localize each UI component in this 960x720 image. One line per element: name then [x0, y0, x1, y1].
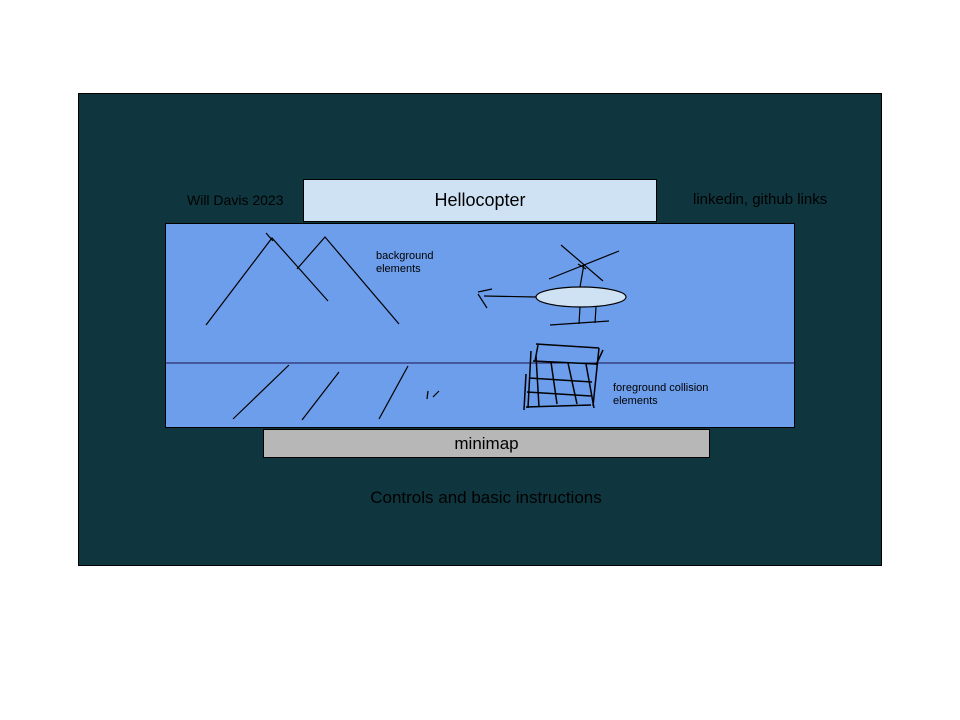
- controls-instructions: Controls and basic instructions: [370, 488, 602, 507]
- game-viewport[interactable]: [165, 223, 796, 428]
- foreground-strokes: [232, 364, 440, 421]
- rotor-blade: [560, 244, 604, 282]
- collision-box-sketch: [523, 343, 604, 411]
- game-title: Hellocopter: [303, 179, 657, 222]
- author-credit: Will Davis 2023: [187, 192, 284, 208]
- helicopter-tail: [483, 295, 537, 298]
- mountains-sketch: [205, 232, 400, 326]
- game-sketch: [166, 232, 796, 421]
- background-elements-label: background elements: [376, 250, 434, 275]
- foreground-elements-label: foreground collision elements: [613, 382, 709, 407]
- minimap-label: minimap: [454, 433, 519, 453]
- helicopter-sketch: [477, 244, 627, 326]
- social-links[interactable]: linkedin, github links: [693, 191, 828, 208]
- helicopter-body: [535, 286, 627, 308]
- game-title-text: Hellocopter: [434, 190, 526, 210]
- minimap[interactable]: minimap: [263, 429, 710, 458]
- rotor-blade: [548, 250, 620, 280]
